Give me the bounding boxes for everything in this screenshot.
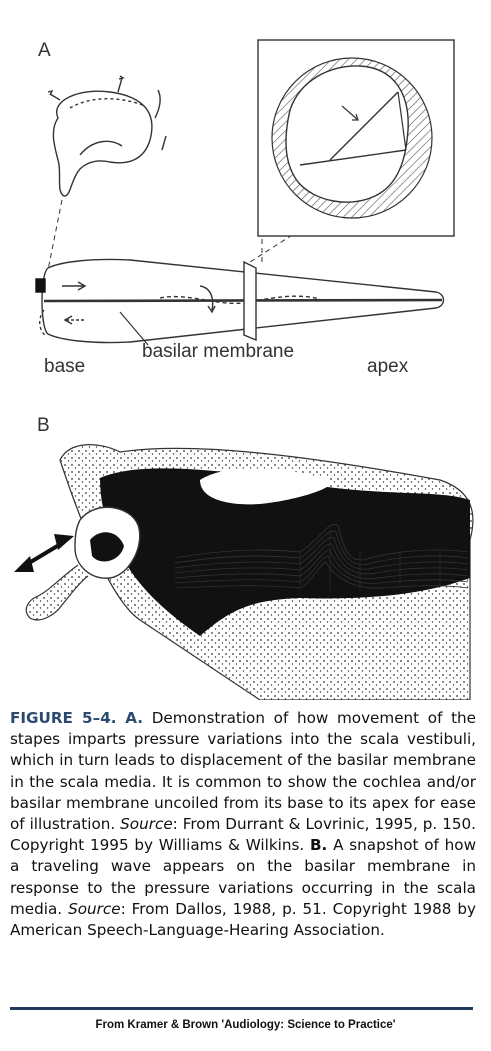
caption-a-source-label: Source bbox=[120, 815, 173, 834]
double-arrow-icon bbox=[14, 534, 74, 572]
caption-a-marker: A. bbox=[125, 709, 144, 727]
scala-dark bbox=[100, 468, 470, 636]
basilar-membrane-label: basilar membrane bbox=[142, 341, 295, 362]
figure-b-traveling-wave bbox=[14, 444, 474, 700]
caption-b-source-label: Source bbox=[68, 899, 121, 918]
caption-a-source-text: : From Durrant & Lovrinic, 1995, p. 150.… bbox=[10, 815, 477, 855]
footer-attribution: From Kramer & Brown 'Audiology: Science … bbox=[95, 1019, 396, 1031]
caption-a-text: Demonstration of how movement of the sta… bbox=[10, 709, 477, 834]
panel-a-label: A bbox=[38, 40, 51, 61]
panel-b-label: B bbox=[37, 415, 50, 436]
figure-caption: FIGURE 5–4. A. Demonstration of how move… bbox=[10, 708, 476, 941]
base-label: base bbox=[44, 356, 86, 377]
stapes-b bbox=[25, 506, 141, 621]
cross-section-inset bbox=[257, 39, 455, 237]
figure-number: FIGURE 5–4. bbox=[10, 709, 117, 727]
stapes-sketch bbox=[47, 75, 167, 197]
caption-b-marker: B. bbox=[309, 836, 328, 855]
figure-a-uncoiled-cochlea bbox=[35, 39, 455, 346]
caption-b-text: A snapshot of how a traveling wave appea… bbox=[10, 836, 477, 918]
caption-b-source-text: : From Dallos, 1988, p. 51. Copyright 19… bbox=[10, 899, 476, 940]
basilar-membrane-wave bbox=[174, 523, 469, 590]
footer-rule bbox=[10, 1007, 473, 1010]
uncoiled-cochlea bbox=[35, 258, 445, 346]
apex-label: apex bbox=[367, 356, 409, 377]
